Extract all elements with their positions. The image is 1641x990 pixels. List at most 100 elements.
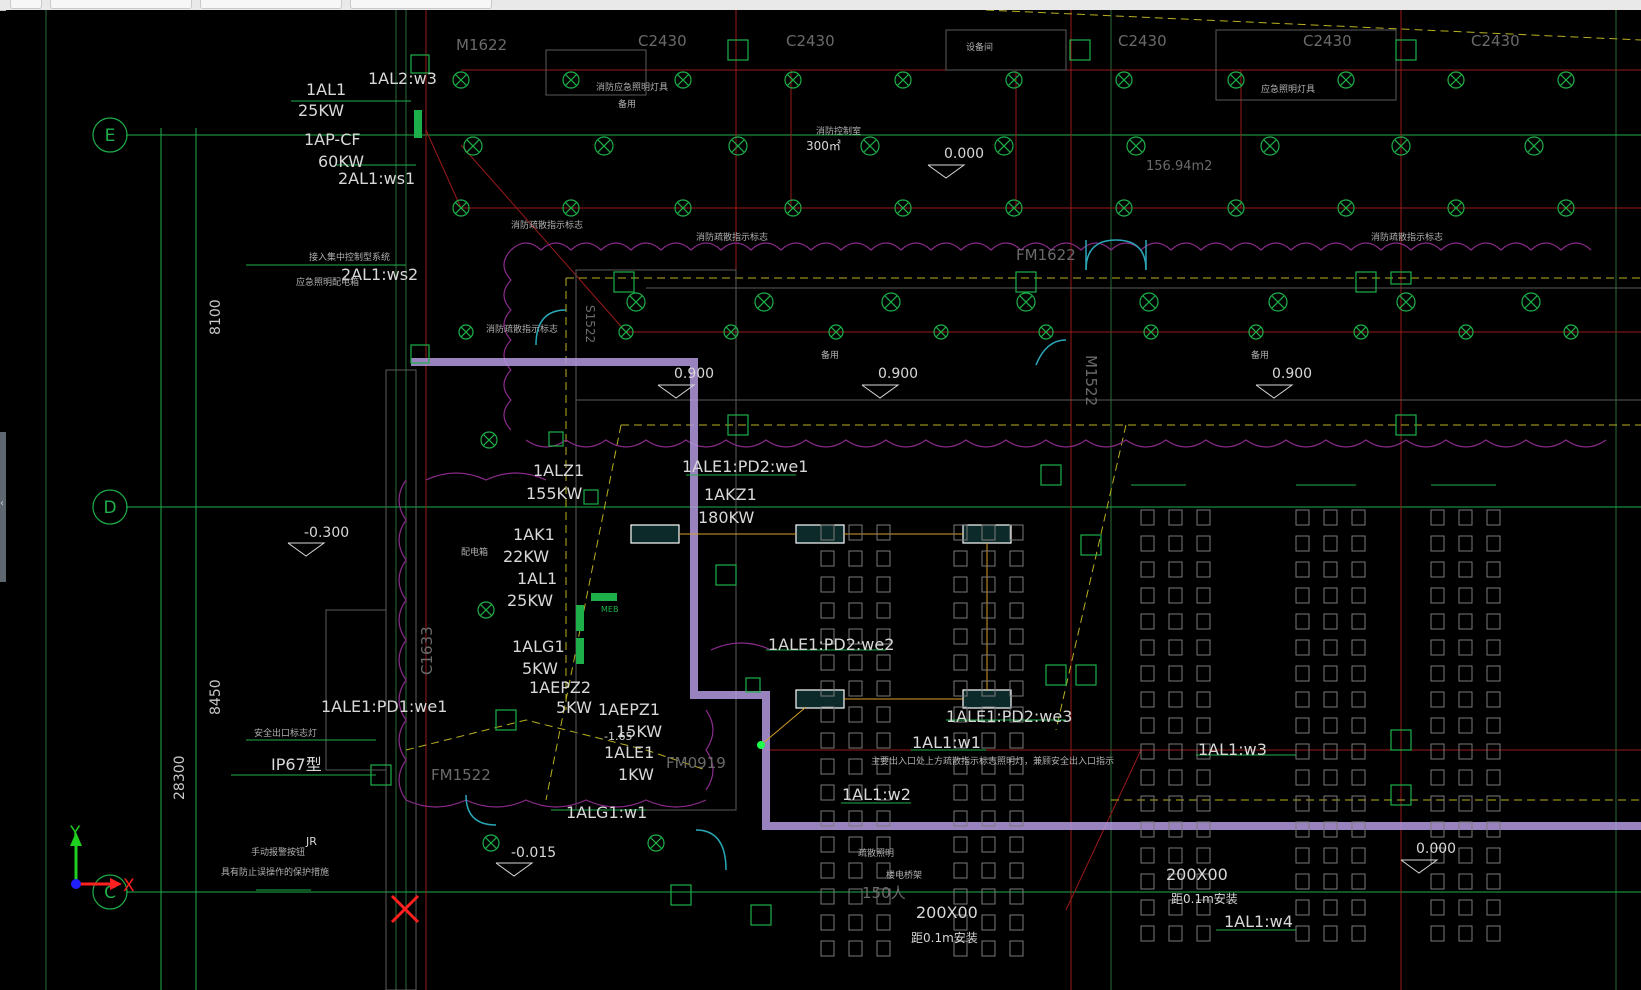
storage-slot xyxy=(1140,821,1155,838)
load-1ale1-pd2-we1: 1ALE1:PD2:we1 xyxy=(682,457,808,476)
storage-slot xyxy=(1168,769,1183,786)
uv-light-icon xyxy=(1016,292,1036,312)
tab-4[interactable] xyxy=(350,0,492,9)
emergency-light-icon xyxy=(933,324,949,340)
load-1aepz1-kw: 15KW xyxy=(616,722,662,741)
emergency-light-icon xyxy=(452,199,470,217)
storage-slot xyxy=(1430,509,1445,526)
storage-slot xyxy=(1430,717,1445,734)
storage-slot xyxy=(1486,847,1501,864)
emergency-light-icon xyxy=(1447,199,1465,217)
storage-slot xyxy=(1295,769,1310,786)
emergency-light-icon xyxy=(1563,324,1579,340)
storage-slot xyxy=(1196,535,1211,552)
storage-slot xyxy=(1009,732,1024,749)
cad-drawing[interactable]: E D C 8100 8450 28300 C2430 C2430 C2430 … xyxy=(6,10,1641,990)
highlighted-cable-route[interactable] xyxy=(411,358,1641,830)
storage-slot xyxy=(848,732,863,749)
storage-slot xyxy=(876,914,891,931)
storage-slot xyxy=(1351,925,1366,942)
drawing-canvas[interactable]: E D C 8100 8450 28300 C2430 C2430 C2430 … xyxy=(6,10,1641,990)
emergency-light-icon xyxy=(1557,71,1575,89)
storage-slot xyxy=(1351,743,1366,760)
load-1ak1-kw: 22KW xyxy=(503,547,549,566)
storage-slot xyxy=(1140,613,1155,630)
storage-slot xyxy=(1351,691,1366,708)
storage-slot xyxy=(1009,706,1024,723)
storage-slot xyxy=(876,784,891,801)
storage-slot xyxy=(1430,561,1445,578)
emergency-light-icon xyxy=(828,324,844,340)
storage-slot xyxy=(981,732,996,749)
ucs-x-label: X xyxy=(123,876,135,896)
storage-slot xyxy=(1351,561,1366,578)
storage-slot xyxy=(1168,899,1183,916)
ucs-y-label: Y xyxy=(69,823,81,843)
cable-tray-size-2: 200X00 xyxy=(916,903,978,922)
storage-slot xyxy=(1140,795,1155,812)
storage-slot xyxy=(1295,535,1310,552)
storage-slot xyxy=(848,654,863,671)
axis-bubble-e[interactable]: E xyxy=(92,117,128,153)
storage-slot xyxy=(1486,509,1501,526)
storage-slot xyxy=(876,654,891,671)
axis-bubble-c[interactable]: C xyxy=(92,874,128,910)
side-panel-handle[interactable]: ‹ xyxy=(0,432,6,582)
storage-slot xyxy=(1351,717,1366,734)
storage-slot xyxy=(981,680,996,697)
storage-slot xyxy=(1295,925,1310,942)
storage-slot xyxy=(1430,769,1445,786)
storage-slot xyxy=(1351,873,1366,890)
tab-3[interactable] xyxy=(200,0,342,9)
storage-slot xyxy=(1458,847,1473,864)
load-1al1: 1AL1 xyxy=(306,80,346,99)
storage-slot xyxy=(876,888,891,905)
junction-point[interactable] xyxy=(757,741,765,749)
storage-slot xyxy=(1009,550,1024,567)
chevron-left-icon: ‹ xyxy=(0,498,4,509)
storage-slot xyxy=(848,836,863,853)
storage-slot xyxy=(1196,561,1211,578)
storage-slot xyxy=(1323,717,1338,734)
storage-slot xyxy=(1140,873,1155,890)
storage-slot xyxy=(1486,561,1501,578)
error-marker-icon[interactable] xyxy=(390,894,420,924)
storage-slot xyxy=(1295,717,1310,734)
storage-slot xyxy=(1168,873,1183,890)
tab-2[interactable] xyxy=(50,0,192,9)
storage-slot xyxy=(981,888,996,905)
storage-slot xyxy=(820,914,835,931)
storage-slot xyxy=(1323,769,1338,786)
storage-slot xyxy=(953,706,968,723)
storage-slot xyxy=(953,810,968,827)
axis-bubble-d[interactable]: D xyxy=(92,489,128,525)
load-1alz1: 1ALZ1 xyxy=(533,461,584,480)
storage-slot xyxy=(848,524,863,541)
storage-slot xyxy=(820,576,835,593)
storage-slot xyxy=(1458,561,1473,578)
storage-slot xyxy=(876,836,891,853)
storage-slot xyxy=(1009,602,1024,619)
note: 备用 xyxy=(618,98,636,110)
revision-clouds xyxy=(398,242,1607,808)
storage-slot xyxy=(1486,795,1501,812)
elevation-0900-c: 0.900 xyxy=(1272,366,1312,382)
storage-slot xyxy=(1140,587,1155,604)
storage-slot xyxy=(1323,795,1338,812)
storage-rack-grid xyxy=(820,509,1501,957)
load-1aepz2-kw: 5KW xyxy=(556,698,592,717)
storage-slot xyxy=(848,810,863,827)
storage-slot xyxy=(1458,587,1473,604)
storage-slot xyxy=(1140,561,1155,578)
storage-slot xyxy=(1458,509,1473,526)
storage-slot xyxy=(1196,691,1211,708)
tab-1[interactable] xyxy=(10,0,42,9)
emergency-light-icon xyxy=(894,71,912,89)
storage-slot xyxy=(981,914,996,931)
storage-slot xyxy=(1140,535,1155,552)
note: 消防疏散指示标志 xyxy=(696,231,768,243)
uv-light-icon xyxy=(754,292,774,312)
emergency-light-icon xyxy=(1447,71,1465,89)
storage-slot xyxy=(1351,639,1366,656)
storage-slot xyxy=(848,914,863,931)
